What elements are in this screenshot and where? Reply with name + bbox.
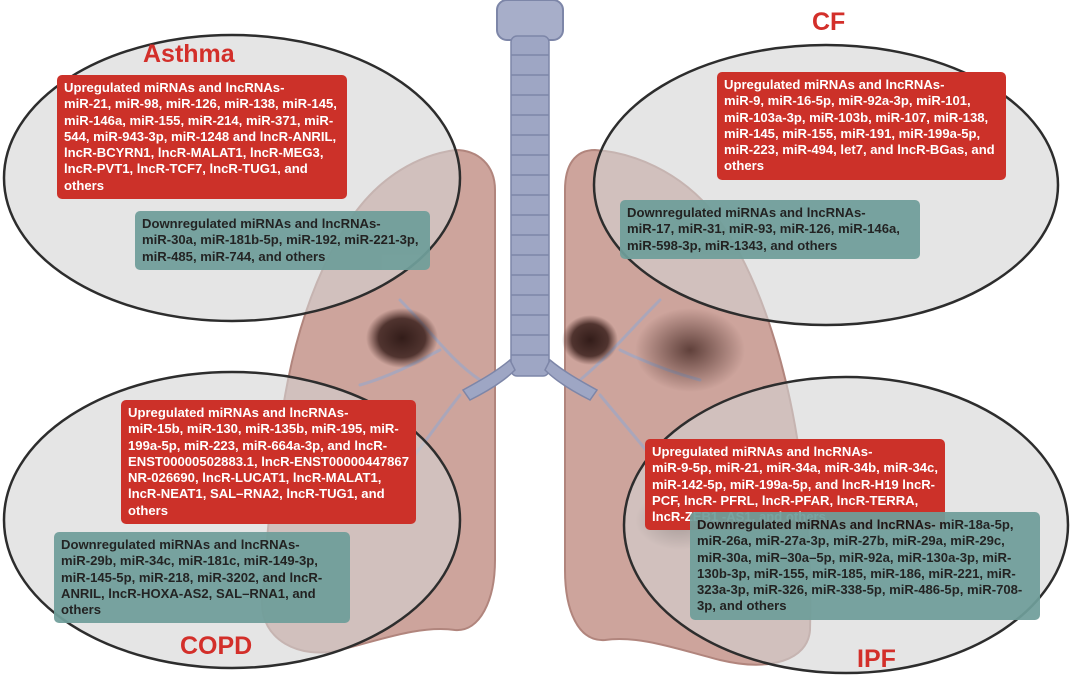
cf-title: CF xyxy=(812,8,846,36)
cf-downregulated-box: Downregulated miRNAs and lncRNAs- miR-17… xyxy=(620,200,920,259)
cf-up-heading: Upregulated miRNAs and lncRNAs- xyxy=(724,77,945,92)
copd-downregulated-box: Downregulated miRNAs and lncRNAs- miR-29… xyxy=(54,532,350,624)
ipf-down-list: Downregulated miRNAs and lncRNAs- miR-18… xyxy=(697,517,1033,615)
right-lung-lesion xyxy=(562,315,618,365)
copd-down-list: miR-29b, miR-34c, miR-181c, miR-149-3p, … xyxy=(61,553,323,618)
ipf-up-heading: Upregulated miRNAs and lncRNAs- xyxy=(652,444,873,459)
asthma-downregulated-box: Downregulated miRNAs and lncRNAs- miR-30… xyxy=(135,211,430,270)
cf-upregulated-box: Upregulated miRNAs and lncRNAs- miR-9, m… xyxy=(717,72,1006,180)
asthma-down-heading: Downregulated miRNAs and lncRNAs- xyxy=(142,216,381,231)
ipf-downregulated-box: Downregulated miRNAs and lncRNAs- miR-18… xyxy=(690,512,1040,620)
asthma-upregulated-box: Upregulated miRNAs and lncRNAs- miR-21, … xyxy=(57,75,347,200)
copd-down-heading: Downregulated miRNAs and lncRNAs- xyxy=(61,537,300,552)
cf-down-list: miR-17, miR-31, miR-93, miR-126, miR-146… xyxy=(627,221,900,253)
cf-up-list: miR-9, miR-16-5p, miR-92a-3p, miR-101, m… xyxy=(724,93,995,174)
cf-down-heading: Downregulated miRNAs and lncRNAs- xyxy=(627,205,866,220)
asthma-down-list: miR-30a, miR-181b-5p, miR-192, miR-221-3… xyxy=(142,232,419,264)
ipf-title: IPF xyxy=(857,645,896,673)
copd-upregulated-box: Upregulated miRNAs and lncRNAs- miR-15b,… xyxy=(121,400,416,525)
asthma-up-list: miR-21, miR-98, miR-126, miR-138, miR-14… xyxy=(64,96,337,193)
copd-title: COPD xyxy=(180,632,253,660)
ipf-down-items: miR-18a-5p, miR-26a, miR-27a-3p, miR-27b… xyxy=(697,517,1023,614)
copd-up-heading: Upregulated miRNAs and lncRNAs- xyxy=(128,405,349,420)
asthma-title: Asthma xyxy=(143,40,235,68)
asthma-up-heading: Upregulated miRNAs and lncRNAs- xyxy=(64,80,285,95)
trachea xyxy=(461,0,599,401)
right-lung-shadow xyxy=(635,308,745,392)
copd-up-list: miR-15b, miR-130, miR-135b, miR-195, miR… xyxy=(128,421,409,518)
left-lung-lesion xyxy=(366,308,438,368)
ipf-down-heading: Downregulated miRNAs and lncRNAs- xyxy=(697,517,936,532)
